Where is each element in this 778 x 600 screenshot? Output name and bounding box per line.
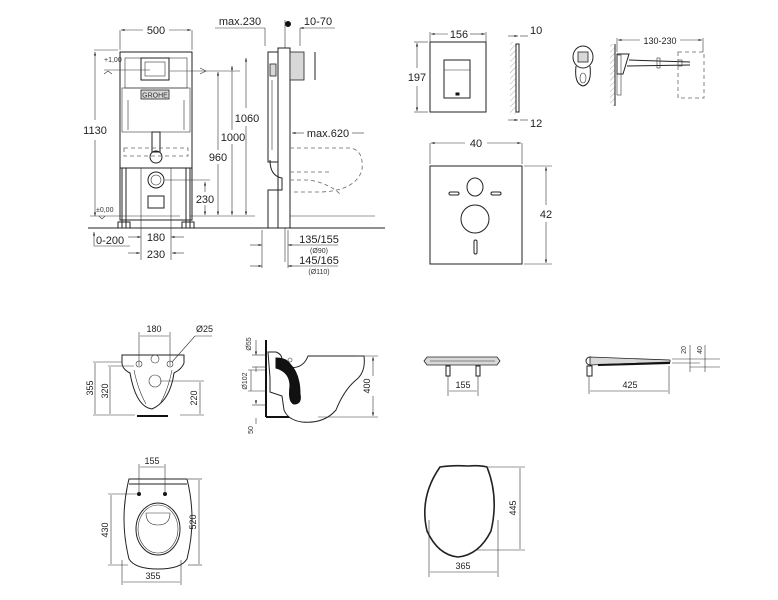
seat-top-view: 445 365 xyxy=(424,464,525,577)
grohe-logo-plate xyxy=(140,89,170,100)
bowl-top-outline xyxy=(123,478,193,570)
dim-outlet-110: 145/165 xyxy=(299,255,339,267)
dim-height-1060: 1060 xyxy=(235,113,259,125)
dim-plate-thick-bottom: 12 xyxy=(530,118,542,130)
seat-side-outline xyxy=(589,356,671,366)
dim-seat-top-445: 445 xyxy=(508,500,518,515)
dim-outlet-110-sub: (Ø110) xyxy=(308,269,329,276)
seat-front-view: 155 xyxy=(423,356,501,396)
dim-bowl-355: 355 xyxy=(85,380,95,395)
dim-side-d102: Ø102 xyxy=(242,372,249,389)
dim-inner-180: 180 xyxy=(147,232,165,244)
dim-bowl-hole-diameter: Ø25 xyxy=(196,324,213,334)
bowl-top-view: 155 430 520 355 xyxy=(100,456,202,585)
dim-top-520: 520 xyxy=(188,514,198,529)
seat-side-view: 425 20 40 xyxy=(585,345,720,394)
dim-pad-height: 42 xyxy=(540,209,552,221)
dim-side-400: 400 xyxy=(362,378,372,393)
bowl-side-view: Ø55 Ø102 50 400 xyxy=(242,337,378,434)
dim-top-holes-155: 155 xyxy=(144,456,159,466)
bowl-front-outline xyxy=(121,354,185,410)
frame-side-outline xyxy=(277,47,291,229)
dim-height-230: 230 xyxy=(196,194,214,206)
frame-outline xyxy=(119,51,193,221)
dim-frame-height: 1130 xyxy=(83,125,107,137)
seat-top-outline xyxy=(424,464,495,558)
dim-top-width-355: 355 xyxy=(145,571,160,581)
dim-pad-width: 40 xyxy=(470,138,482,150)
frame-front-view: GROHE 500 1130 +1,00 xyxy=(83,25,385,261)
sound-pad-outline xyxy=(429,165,523,265)
dim-max-230: max.230 xyxy=(219,16,261,28)
dim-outlet-90-sub: (Ø90) xyxy=(310,248,328,255)
dim-inner-230: 230 xyxy=(147,249,165,261)
flush-plate-view: 156 197 10 12 xyxy=(408,25,542,130)
frame-side-view: max.230 10-70 max.620 135/155 (Ø90) 145/… xyxy=(215,16,375,276)
dim-side-d55: Ø55 xyxy=(246,337,253,350)
flush-plate-outline xyxy=(429,41,487,113)
dim-plate-width: 156 xyxy=(450,29,468,41)
bowl-front-view: 180 Ø25 355 320 220 xyxy=(85,324,213,417)
dim-height-960: 960 xyxy=(209,152,227,164)
flush-button xyxy=(443,59,471,99)
dim-bowl-220: 220 xyxy=(189,390,199,405)
dim-depth-10-70: 10-70 xyxy=(304,16,332,28)
dim-bowl-holes-180: 180 xyxy=(146,324,161,334)
level-floor: ±0,00 xyxy=(96,207,114,214)
dim-seat-40: 40 xyxy=(697,346,704,354)
grohe-logo-text: GROHE xyxy=(142,93,168,100)
sound-pad-view: 40 42 xyxy=(429,138,552,265)
level-top: +1,00 xyxy=(104,57,122,64)
dim-outlet-90: 135/155 xyxy=(299,234,339,246)
flush-opening xyxy=(140,57,170,81)
dim-seat-top-365: 365 xyxy=(455,561,470,571)
dim-plate-thick-top: 10 xyxy=(530,25,542,37)
dim-side-50: 50 xyxy=(248,426,255,434)
dim-bowl-320: 320 xyxy=(100,383,110,398)
dim-top-430: 430 xyxy=(100,522,110,537)
dim-seat-front-155: 155 xyxy=(455,380,470,390)
dim-frame-width: 500 xyxy=(147,25,165,37)
dim-max-620: max.620 xyxy=(307,128,349,140)
dim-seat-length: 425 xyxy=(622,380,637,390)
wall-bracket-view: 130-230 xyxy=(572,36,705,106)
flush-button-side xyxy=(289,51,305,81)
dim-height-1000: 1000 xyxy=(221,132,245,144)
dim-seat-20: 20 xyxy=(681,346,688,354)
dim-floor-offset: 0-200 xyxy=(96,235,124,247)
dim-bracket-range: 130-230 xyxy=(643,36,676,46)
dim-plate-height: 197 xyxy=(408,72,426,84)
